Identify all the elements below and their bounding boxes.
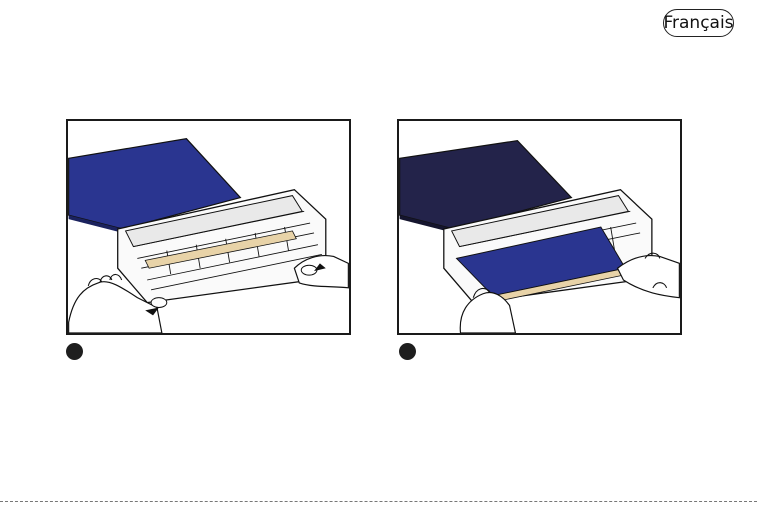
language-badge: Français: [663, 9, 734, 37]
step-number-1: [66, 343, 83, 360]
printer-illustration-step-1: [68, 121, 349, 333]
figure-step-2: [397, 119, 682, 335]
printer-illustration-step-2: [399, 121, 680, 333]
figure-step-1: [66, 119, 351, 335]
step-number-2: [399, 343, 416, 360]
bottom-divider: [0, 501, 757, 502]
